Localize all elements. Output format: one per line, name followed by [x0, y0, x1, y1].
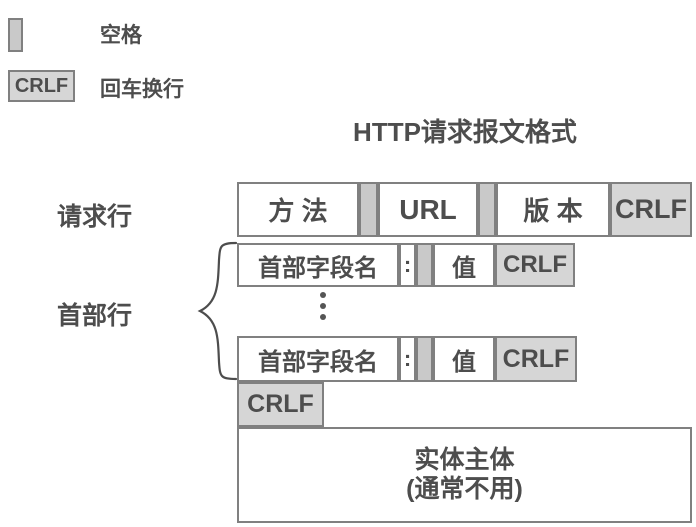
legend-crlf-icon: CRLF	[8, 70, 75, 102]
request-line-version: 版 本	[496, 182, 610, 237]
request-line-method: 方 法	[237, 182, 359, 237]
header-lines-brace	[197, 241, 238, 381]
legend-crlf-label: 回车换行	[100, 78, 184, 101]
request-line-crlf: CRLF	[610, 182, 692, 237]
request-line-url: URL	[378, 182, 478, 237]
header-line-n-value: 值	[433, 336, 495, 382]
entity-body-box: 实体主体 (通常不用)	[237, 427, 692, 523]
header-line-1-value: 值	[433, 243, 495, 287]
diagram-title: HTTP请求报文格式	[353, 117, 577, 147]
legend-space-icon	[8, 18, 23, 52]
entity-body-line-2: (通常不用)	[406, 475, 523, 503]
header-line-1-field-name: 首部字段名	[237, 243, 399, 287]
header-line-n-space	[416, 336, 433, 382]
header-line-n-colon: :	[399, 336, 416, 382]
header-line-1-crlf: CRLF	[495, 243, 575, 287]
label-request-line: 请求行	[57, 203, 133, 231]
request-line-space-1	[359, 182, 378, 237]
label-header-lines: 首部行	[57, 302, 133, 330]
entity-body-line-1: 实体主体	[414, 445, 515, 474]
header-line-n-crlf: CRLF	[495, 336, 577, 382]
header-line-1-colon: :	[399, 243, 416, 287]
header-line-1-space	[416, 243, 433, 287]
request-line-space-2	[478, 182, 496, 237]
blank-line-crlf: CRLF	[237, 382, 324, 427]
legend-space-label: 空格	[100, 24, 142, 47]
header-lines-ellipsis-icon	[318, 292, 328, 320]
header-line-n-field-name: 首部字段名	[237, 336, 399, 382]
